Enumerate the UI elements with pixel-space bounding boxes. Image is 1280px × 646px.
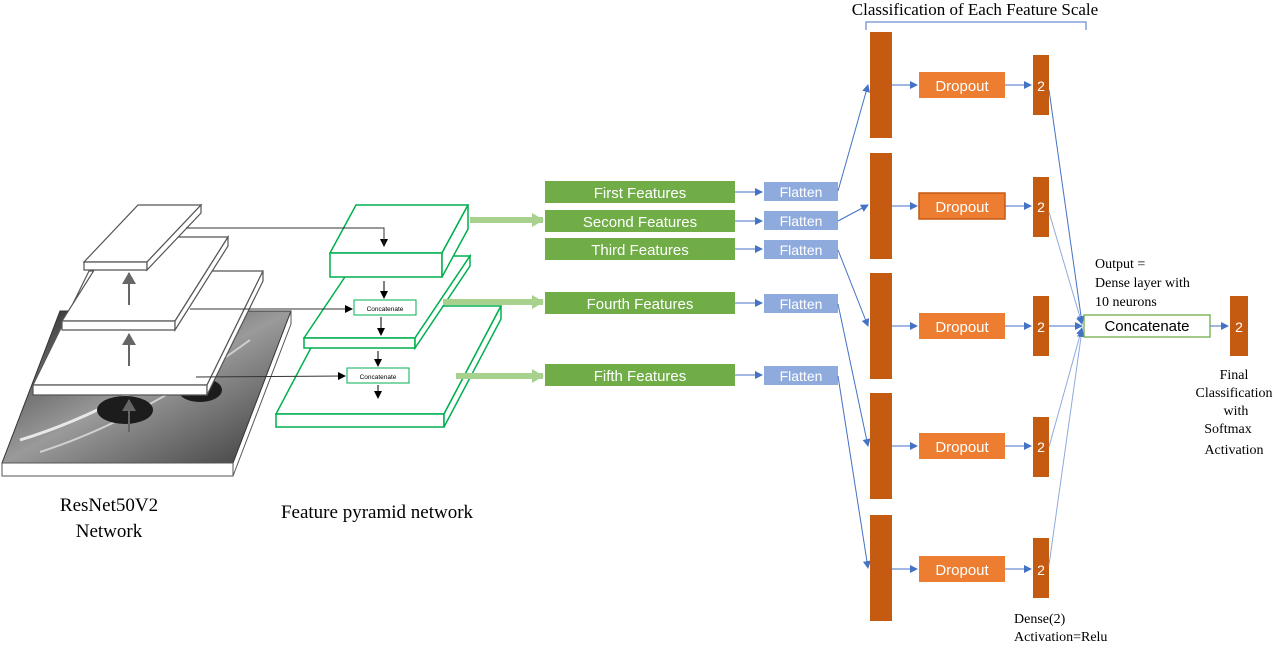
dropout-box-5 <box>919 556 1005 582</box>
dense2-bar-5 <box>1033 538 1049 598</box>
flatten-box-3 <box>764 240 838 259</box>
dense-bar-3 <box>870 273 892 379</box>
dense2-bar-1 <box>1033 55 1049 115</box>
final-note-line5: Activation <box>1204 443 1263 458</box>
backbone-label-line2: Network <box>76 521 143 542</box>
feature-label-3: Third Features <box>591 242 689 259</box>
fpn-level-2-side <box>414 253 471 351</box>
feature-label-4: Fourth Features <box>587 296 694 313</box>
flatten-to-dense-arrow-4 <box>837 303 871 447</box>
feature-box-1 <box>545 181 735 203</box>
dense-note-line1: Dense(2) <box>1014 612 1066 627</box>
final-dense-bar <box>1230 296 1248 356</box>
feature-box-3 <box>545 238 735 260</box>
output-note-line3: 10 neurons <box>1095 295 1157 310</box>
dense2-label-4: 2 <box>1037 439 1045 455</box>
feature-boxes: First Features Second Features Third Fea… <box>545 181 735 386</box>
dense2-to-concat-arrow-2 <box>1048 211 1084 325</box>
dropout-label-4: Dropout <box>935 439 989 456</box>
flatten-to-dense-arrow-2 <box>837 204 869 222</box>
fpn-concat-bottom <box>346 367 410 384</box>
output-note-line2: Dense layer with <box>1095 276 1190 291</box>
dense2-to-concat-arrow-4 <box>1048 327 1084 448</box>
dense2-bar-4 <box>1033 417 1049 477</box>
classification-branches: Dropout Dropout Dropout Dropout Dropout … <box>870 32 1049 621</box>
dense2-label-2: 2 <box>1037 199 1045 215</box>
dropout-label-1: Dropout <box>935 78 989 95</box>
fpn-concat-top <box>353 299 417 316</box>
dense2-bar-3 <box>1033 296 1049 356</box>
fpn-level-1-side <box>441 204 469 278</box>
dense2-bar-2 <box>1033 177 1049 237</box>
dense2-to-concat-arrow-5 <box>1048 329 1085 566</box>
flatten-box-1 <box>764 182 838 201</box>
flatten-label-2: Flatten <box>780 213 823 229</box>
backbone-layer-2-side <box>174 234 229 333</box>
feature-box-5 <box>545 364 735 386</box>
dense2-label-1: 2 <box>1037 78 1045 94</box>
fpn-label: Feature pyramid network <box>281 502 474 523</box>
flatten-box-4 <box>764 294 838 313</box>
dense-bar-4 <box>870 393 892 499</box>
resnet-backbone <box>1 203 292 477</box>
ct-lung-left <box>97 396 153 424</box>
backbone-label-line1: ResNet50V2 <box>60 495 158 516</box>
dense2-to-concat-arrows <box>1048 89 1085 566</box>
header-title: Classification of Each Feature Scale <box>852 0 1098 19</box>
dense-note-line2: Activation=Relu <box>1014 630 1107 645</box>
backbone-layer-1-side <box>146 203 202 272</box>
dense-bar-2 <box>870 153 892 259</box>
fpn-level-3-side <box>443 305 502 428</box>
final-note-line2: Classification <box>1196 386 1273 401</box>
dropout-label-5: Dropout <box>935 562 989 579</box>
dropout-label-3: Dropout <box>935 319 989 336</box>
flatten-label-5: Flatten <box>780 368 823 384</box>
flatten-to-dense-arrow-3 <box>837 249 870 327</box>
feature-pyramid: Concatenate Concatenate <box>274 204 503 428</box>
lateral-connection-3 <box>195 372 346 381</box>
flatten-to-dense-arrow-5 <box>837 375 871 569</box>
feature-label-5: Fifth Features <box>594 368 687 385</box>
feature-label-1: First Features <box>594 185 687 202</box>
dense2-to-concat-arrow-1 <box>1048 89 1085 324</box>
dense-bar-1 <box>870 32 892 138</box>
dropout-box-1 <box>919 72 1005 98</box>
feature-box-2 <box>545 210 735 232</box>
backbone-layer-1-edge <box>83 261 148 271</box>
fpn-level-3-edge <box>275 413 445 428</box>
flatten-boxes: Flatten Flatten Flatten Flatten Flatten <box>735 182 838 385</box>
flatten-box-5 <box>764 366 838 385</box>
backbone-layer-3-edge <box>32 384 208 396</box>
dropout-box-3 <box>919 313 1005 339</box>
fpn-level-2-edge <box>303 337 416 349</box>
final-note-line1: Final <box>1220 368 1249 383</box>
output-note-line1: Output = <box>1095 257 1145 272</box>
fpn-concat-top-label: Concatenate <box>367 306 404 313</box>
dense2-label-3: 2 <box>1037 319 1045 335</box>
dropout-box-4 <box>919 433 1005 459</box>
final-dense-label: 2 <box>1235 319 1243 335</box>
final-note-line3: with <box>1224 404 1249 419</box>
feature-box-4 <box>545 292 735 314</box>
flatten-to-dense-arrow-1 <box>837 84 870 192</box>
header-bracket <box>865 21 1087 30</box>
feature-label-2: Second Features <box>583 214 697 231</box>
fpn-concat-bottom-label: Concatenate <box>360 374 397 381</box>
flatten-label-1: Flatten <box>780 184 823 200</box>
fpn-level-1-front <box>329 252 443 278</box>
concatenate-label: Concatenate <box>1104 318 1189 335</box>
dense2-label-5: 2 <box>1037 562 1045 578</box>
ct-slab-side <box>232 323 292 477</box>
flatten-to-dense-arrows <box>837 84 871 569</box>
flatten-label-4: Flatten <box>780 296 823 312</box>
dropout-label-2: Dropout <box>935 199 989 216</box>
flatten-box-2 <box>764 211 838 230</box>
final-note-line4: Softmax <box>1204 422 1251 437</box>
dense-bar-5 <box>870 515 892 621</box>
lateral-connection-1 <box>186 227 385 244</box>
backbone-layer-2-edge <box>61 320 176 331</box>
ct-slab-edge <box>1 462 234 477</box>
flatten-label-3: Flatten <box>780 242 823 258</box>
